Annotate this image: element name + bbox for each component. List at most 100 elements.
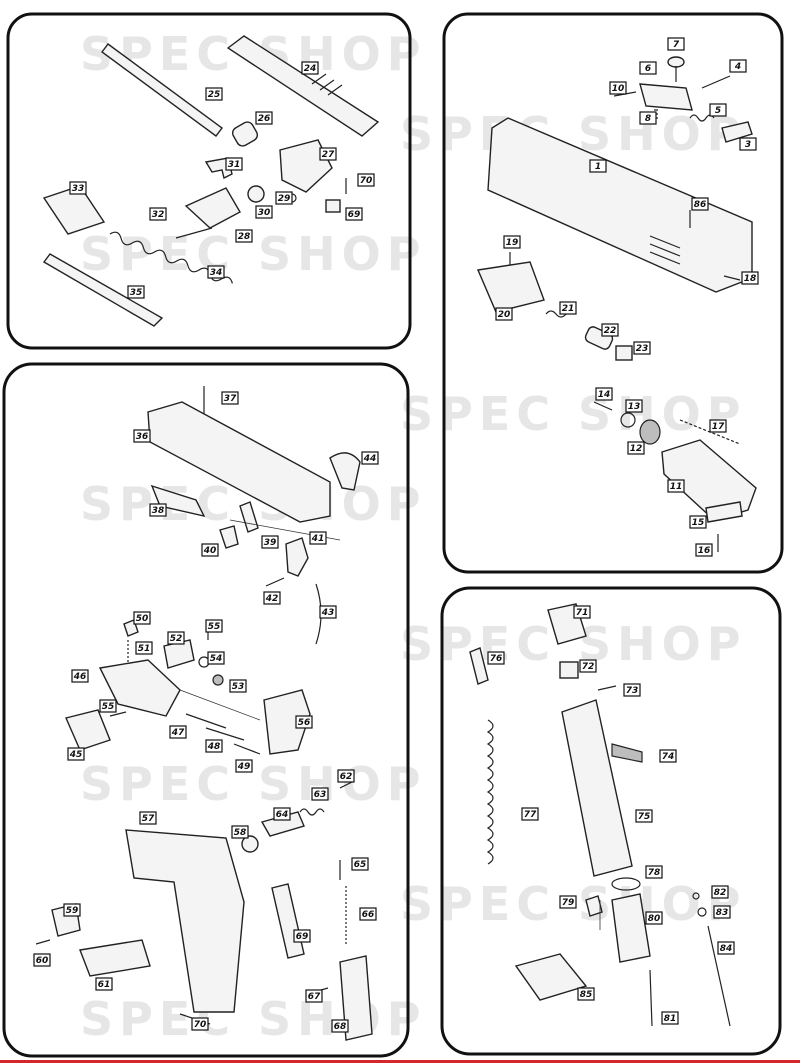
part-label-18: 18 bbox=[741, 271, 759, 285]
svg-text:76: 76 bbox=[490, 654, 503, 664]
part-label-81: 79 bbox=[559, 895, 577, 909]
part-label-76: 74 bbox=[659, 749, 677, 763]
watermark: SPEC SHOP bbox=[80, 992, 427, 1046]
part-13-washer bbox=[620, 412, 636, 428]
part-label-79: 77 bbox=[521, 807, 539, 821]
part-62-plug bbox=[339, 781, 353, 789]
part-label-58: 58 bbox=[231, 825, 249, 839]
magazine-assembly-drawing bbox=[469, 603, 731, 1027]
part-label-75: 73 bbox=[623, 683, 641, 697]
part-82-base-plate bbox=[611, 893, 651, 963]
svg-text:7: 7 bbox=[673, 40, 680, 50]
svg-text:52: 52 bbox=[170, 634, 183, 644]
part-label-57: 57 bbox=[139, 811, 157, 825]
part-57-lower-frame bbox=[125, 829, 245, 1013]
svg-text:86: 86 bbox=[694, 200, 707, 210]
part-28-arm bbox=[184, 187, 241, 229]
part-label-45: 45 bbox=[67, 747, 85, 761]
leader-line bbox=[179, 689, 261, 721]
part-label-88: 86 bbox=[691, 197, 709, 211]
svg-text:26: 26 bbox=[258, 114, 271, 124]
svg-text:83: 83 bbox=[716, 908, 729, 918]
svg-text:16: 16 bbox=[698, 546, 711, 556]
part-24-rings bbox=[311, 73, 343, 96]
part-label-44: 44 bbox=[361, 451, 379, 465]
part-label-27: 27 bbox=[319, 147, 337, 161]
part-55-screw bbox=[109, 711, 127, 717]
part-label-22: 22 bbox=[601, 323, 619, 337]
svg-text:38: 38 bbox=[152, 506, 165, 516]
part-44-hammer bbox=[329, 452, 361, 491]
part-81-clip bbox=[585, 895, 603, 917]
svg-text:40: 40 bbox=[203, 546, 217, 556]
part-61-base bbox=[79, 939, 151, 977]
part-label-31: 31 bbox=[225, 157, 243, 171]
part-38-pin bbox=[150, 484, 206, 518]
svg-text:67: 67 bbox=[308, 992, 321, 1002]
part-label-43: 43 bbox=[319, 605, 337, 619]
frame-assembly-drawing bbox=[35, 386, 373, 1041]
part-35-guide-rod bbox=[42, 253, 164, 327]
part-11-housing bbox=[661, 439, 757, 521]
svg-text:59: 59 bbox=[66, 906, 79, 916]
part-label-7: 7 bbox=[667, 37, 685, 51]
svg-text:21: 21 bbox=[562, 304, 575, 314]
part-label-25: 25 bbox=[205, 87, 223, 101]
part-label-52: 52 bbox=[167, 631, 185, 645]
part-label-47: 47 bbox=[169, 725, 187, 739]
part-number-labels: 24 25 26 27 31 70 33 29 30 69 32 28 34 3… bbox=[33, 37, 759, 1033]
part-label-66: 66 bbox=[359, 907, 377, 921]
part-47-pin bbox=[185, 713, 227, 729]
part-label-1: 1 bbox=[589, 159, 607, 173]
part-26-bushing bbox=[231, 121, 259, 147]
svg-text:6: 6 bbox=[645, 64, 651, 74]
part-30-dial bbox=[247, 185, 265, 203]
part-86-rod bbox=[707, 925, 731, 1027]
svg-text:13: 13 bbox=[628, 402, 641, 412]
part-20-cylinder bbox=[477, 261, 545, 313]
svg-text:19: 19 bbox=[506, 238, 519, 248]
svg-text:63: 63 bbox=[314, 790, 327, 800]
part-label-32: 32 bbox=[149, 207, 167, 221]
part-40-disconnector bbox=[219, 525, 239, 549]
frame-assembly-panel bbox=[2, 362, 410, 1058]
svg-text:80: 80 bbox=[648, 914, 661, 924]
part-label-29: 29 bbox=[275, 191, 293, 205]
svg-text:54: 54 bbox=[210, 654, 223, 664]
part-label-41: 41 bbox=[309, 531, 327, 545]
svg-text:11: 11 bbox=[670, 482, 683, 492]
part-12-valve bbox=[639, 419, 661, 445]
svg-text:71: 71 bbox=[576, 608, 589, 618]
svg-text:14: 14 bbox=[598, 390, 611, 400]
part-label-68: 68 bbox=[331, 1019, 349, 1033]
part-label-64: 64 bbox=[273, 807, 291, 821]
part-label-8: 8 bbox=[639, 111, 657, 125]
part-6-rear-sight bbox=[639, 83, 693, 111]
part-69-leaf-spring bbox=[271, 883, 305, 959]
part-label-36: 36 bbox=[133, 429, 151, 443]
part-label-17: 17 bbox=[709, 419, 727, 433]
svg-text:3: 3 bbox=[745, 140, 751, 150]
svg-text:37: 37 bbox=[224, 394, 237, 404]
svg-text:8: 8 bbox=[645, 114, 651, 124]
svg-text:64: 64 bbox=[276, 810, 289, 820]
svg-text:24: 24 bbox=[304, 64, 317, 74]
svg-text:1: 1 bbox=[595, 162, 601, 172]
part-label-53: 53 bbox=[229, 679, 247, 693]
watermark: SPEC SHOP bbox=[80, 757, 427, 811]
svg-text:81: 81 bbox=[664, 1014, 677, 1024]
part-label-26: 26 bbox=[255, 111, 273, 125]
part-label-61: 61 bbox=[95, 977, 113, 991]
part-label-67: 67 bbox=[305, 989, 323, 1003]
part-label-73: 71 bbox=[573, 605, 591, 619]
part-1-serrations bbox=[649, 235, 681, 265]
part-label-48: 48 bbox=[205, 739, 223, 753]
part-58-bushing bbox=[241, 835, 259, 853]
svg-text:69: 69 bbox=[296, 932, 309, 942]
svg-text:49: 49 bbox=[237, 762, 251, 772]
part-label-42: 42 bbox=[263, 591, 281, 605]
part-68-housing bbox=[339, 955, 373, 1041]
part-label-71: 69 bbox=[345, 207, 363, 221]
svg-text:29: 29 bbox=[278, 194, 291, 204]
